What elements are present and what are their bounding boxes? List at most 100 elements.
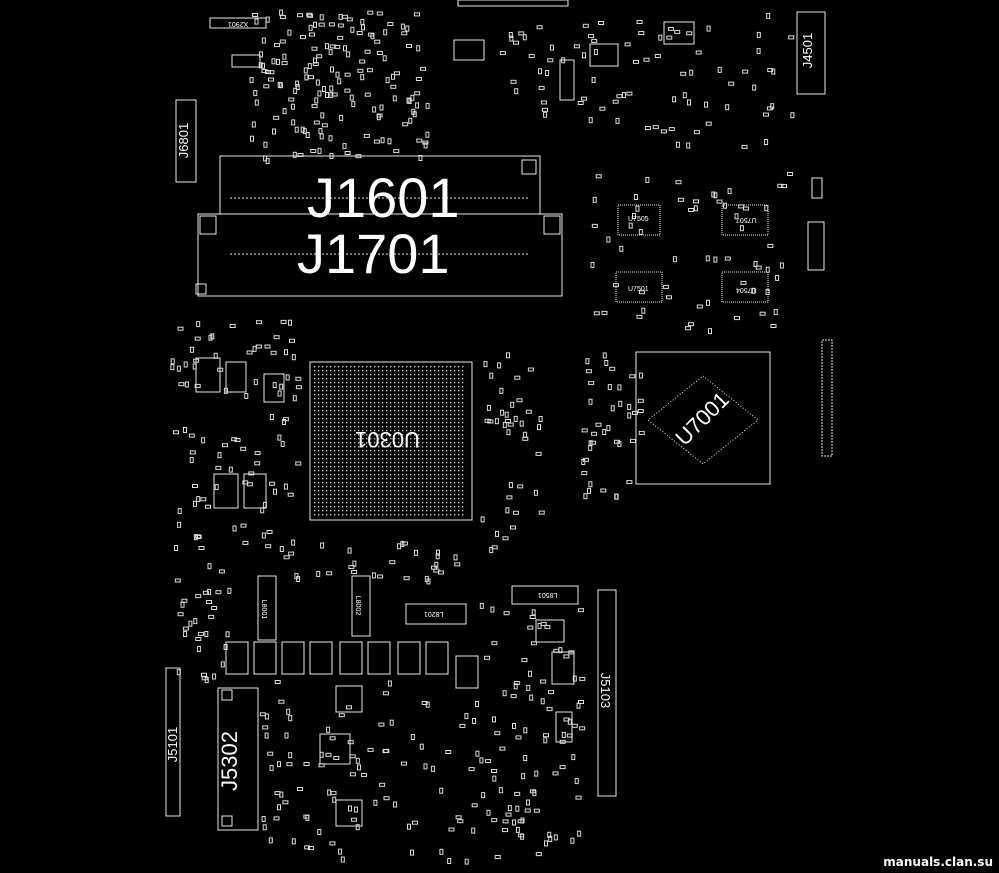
smd-pad xyxy=(777,183,784,188)
bga-ball xyxy=(338,514,340,516)
smd-pad xyxy=(357,764,361,771)
bga-ball xyxy=(422,458,424,460)
smd-pad xyxy=(304,74,309,81)
smd-pad xyxy=(545,70,550,76)
bga-ball xyxy=(414,466,416,468)
bga-ball xyxy=(390,390,392,392)
bga-ball xyxy=(370,486,372,488)
bga-ball xyxy=(374,374,376,376)
bga-ball xyxy=(402,450,404,452)
bga-ball xyxy=(410,370,412,372)
bga-ball xyxy=(350,370,352,372)
bga-ball xyxy=(362,498,364,500)
bga-ball xyxy=(442,426,444,428)
bga-ball xyxy=(434,402,436,404)
bga-ball xyxy=(342,510,344,512)
bga-ball xyxy=(430,466,432,468)
bga-ball xyxy=(410,462,412,464)
bga-ball xyxy=(386,378,388,380)
bga-ball xyxy=(402,466,404,468)
bga-ball xyxy=(386,470,388,472)
bga-ball xyxy=(334,398,336,400)
smd-pad xyxy=(581,428,588,433)
bga-ball xyxy=(370,434,372,436)
bga-ball xyxy=(390,374,392,376)
bga-ball xyxy=(374,490,376,492)
smd-pad xyxy=(533,808,540,813)
bga-ball xyxy=(410,426,412,428)
bga-ball xyxy=(354,506,356,508)
bga-ball xyxy=(314,430,316,432)
smd-pad xyxy=(177,521,182,528)
bga-ball xyxy=(366,410,368,412)
bga-ball xyxy=(442,406,444,408)
bga-ball xyxy=(418,450,420,452)
smd-pad xyxy=(751,287,756,294)
smd-pad xyxy=(284,349,288,356)
bga-ball xyxy=(350,510,352,512)
bga-ball xyxy=(414,366,416,368)
bga-ball xyxy=(434,370,436,372)
bga-ball xyxy=(326,386,328,388)
smd-pad xyxy=(652,125,659,130)
smd-pad xyxy=(587,487,591,494)
bga-ball xyxy=(374,442,376,444)
bga-ball xyxy=(438,510,440,512)
smd-pad xyxy=(764,139,769,145)
bga-ball xyxy=(406,410,408,412)
bga-ball xyxy=(346,394,348,396)
bga-ball xyxy=(362,422,364,424)
smd-pad xyxy=(182,626,189,631)
bga-ball xyxy=(462,506,464,508)
bga-ball xyxy=(458,382,460,384)
bga-ball xyxy=(406,430,408,432)
smd-pad xyxy=(548,690,554,695)
smd-pad xyxy=(277,81,282,88)
bga-ball xyxy=(446,494,448,496)
smd-pad xyxy=(414,91,421,96)
smd-pad xyxy=(512,510,519,515)
bga-ball xyxy=(458,422,460,424)
bga-ball xyxy=(434,446,436,448)
smd-pad xyxy=(527,367,534,372)
smd-pad xyxy=(491,818,498,823)
smd-pad xyxy=(217,452,222,459)
bga-ball xyxy=(358,378,360,380)
bga-ball xyxy=(422,446,424,448)
bga-ball xyxy=(422,438,424,440)
bga-ball xyxy=(422,478,424,480)
bga-ball xyxy=(434,442,436,444)
smd-pad xyxy=(300,35,306,40)
bga-ball xyxy=(350,410,352,412)
bga-ball xyxy=(422,442,424,444)
smd-pad xyxy=(425,102,430,109)
bga-ball xyxy=(410,450,412,452)
bga-ball xyxy=(334,462,336,464)
bga-ball xyxy=(346,422,348,424)
smd-pad xyxy=(352,560,357,567)
bga-ball xyxy=(322,386,324,388)
smd-pad xyxy=(578,608,584,613)
smd-pad xyxy=(174,545,179,551)
bga-ball xyxy=(382,478,384,480)
bga-ball xyxy=(314,454,316,456)
smd-pad xyxy=(423,142,428,149)
bga-ball xyxy=(450,378,452,380)
bga-ball xyxy=(406,426,408,428)
smd-pad xyxy=(619,245,624,252)
bga-ball xyxy=(402,474,404,476)
bga-ball xyxy=(434,486,436,488)
smd-pad xyxy=(453,554,458,561)
bga-ball xyxy=(426,490,428,492)
smd-pad xyxy=(274,680,281,684)
bga-ball xyxy=(406,458,408,460)
smd-pad xyxy=(497,362,502,369)
bga-ball xyxy=(322,378,324,380)
bga-ball xyxy=(410,454,412,456)
bga-ball xyxy=(322,474,324,476)
bga-ball xyxy=(462,442,464,444)
bga-ball xyxy=(458,370,460,372)
bga-ball xyxy=(370,406,372,408)
bga-ball xyxy=(334,446,336,448)
bga-ball xyxy=(322,494,324,496)
